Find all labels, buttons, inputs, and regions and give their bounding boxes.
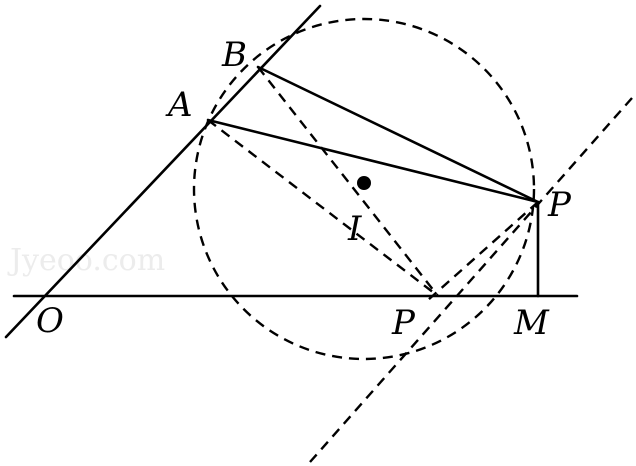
- label-i: I: [347, 209, 362, 249]
- label-b: B: [221, 35, 247, 75]
- label-m: M: [513, 303, 550, 343]
- segment-bp: [256, 65, 540, 204]
- dashed-line-a: [207, 119, 439, 297]
- label-a: A: [165, 85, 193, 125]
- watermark-text: Jyeoo.com: [7, 243, 165, 278]
- label-p: P: [547, 185, 572, 225]
- dashed-line-b: [257, 66, 439, 297]
- dashed-line-p: [427, 201, 539, 301]
- dashed-long-line: [309, 97, 633, 463]
- dashed-circle: [192, 17, 536, 361]
- line-ray-oab: [4, 4, 322, 339]
- center-point-i: [357, 176, 371, 190]
- label-p-foot: P: [391, 303, 416, 343]
- segment-ap: [206, 118, 540, 204]
- label-o: O: [36, 301, 64, 341]
